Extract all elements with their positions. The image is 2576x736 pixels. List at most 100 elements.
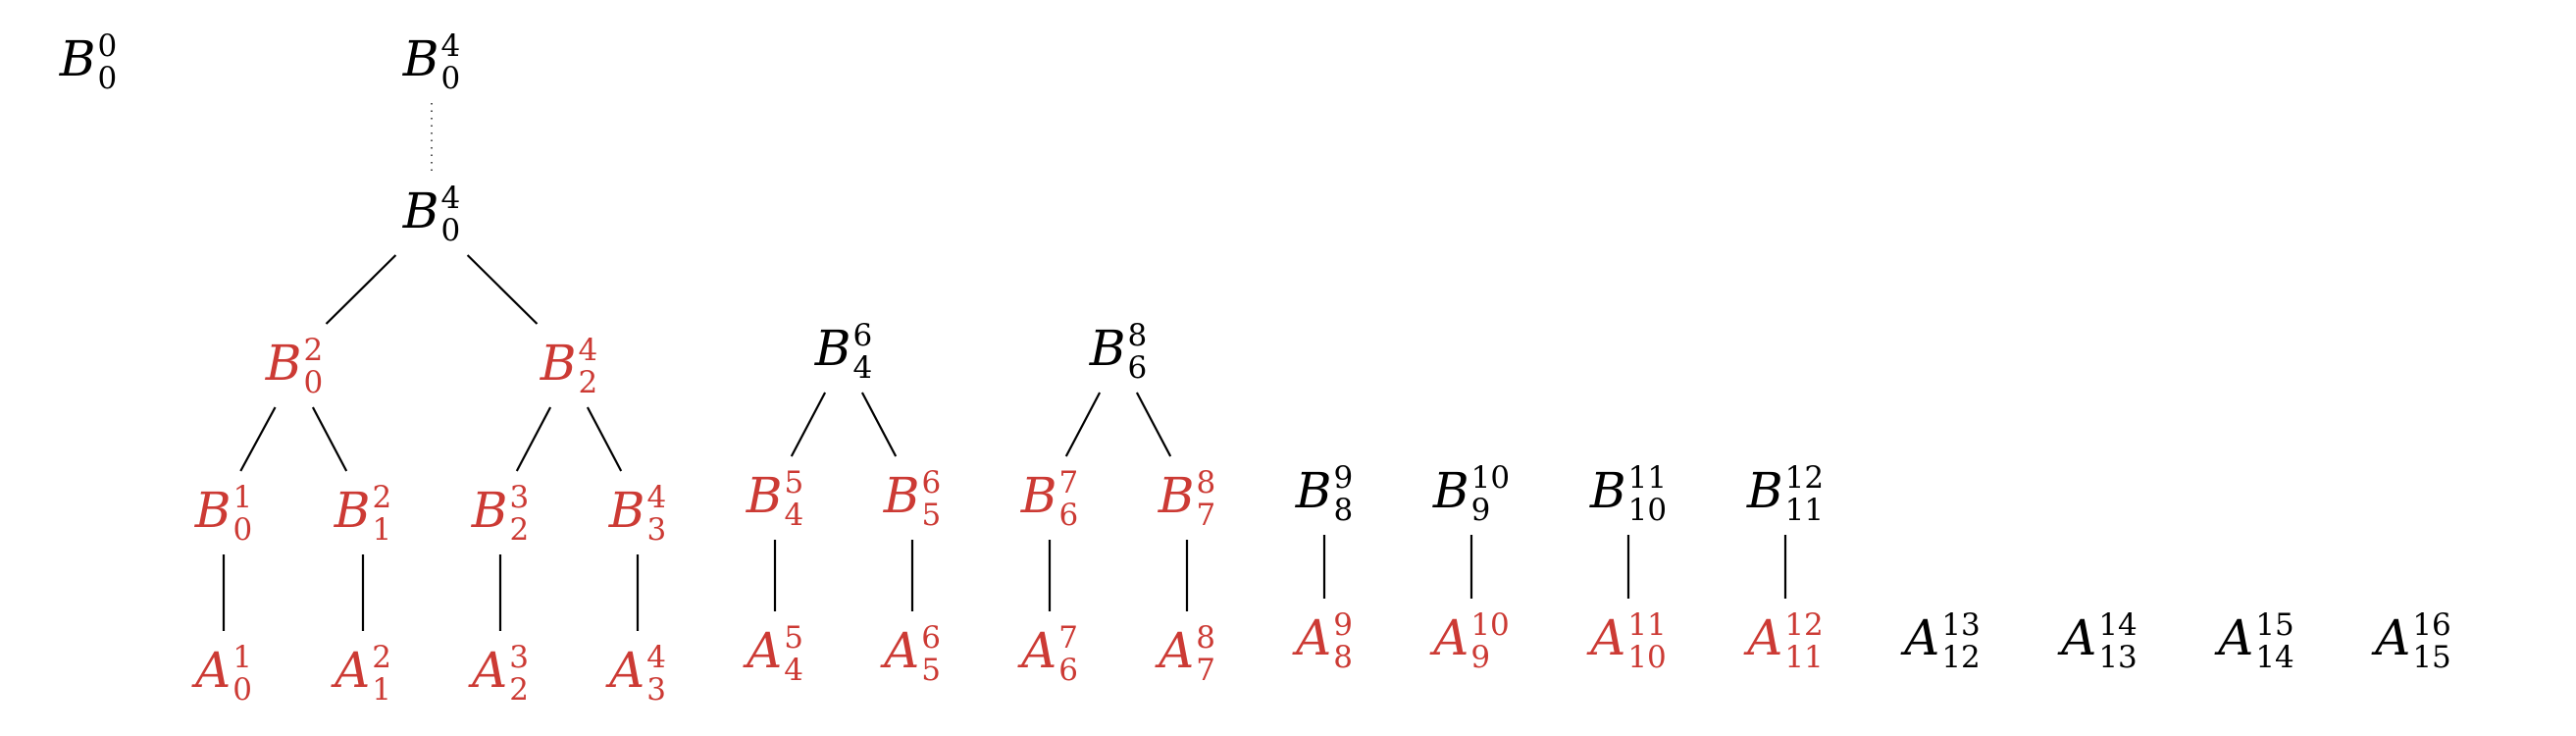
node-subscript: 0: [232, 512, 253, 548]
node-subscript: 13: [2098, 640, 2138, 675]
node-letter: A: [335, 642, 371, 699]
node-superscript: 2: [372, 480, 392, 515]
node-superscript: 11: [1627, 460, 1668, 496]
node-subscript: 9: [1470, 640, 1491, 675]
node-subscript: 9: [1470, 493, 1491, 528]
node-letter: B: [1158, 467, 1195, 524]
node-superscript: 10: [1470, 460, 1511, 496]
node-letter: B: [814, 320, 851, 377]
node-letter: A: [1296, 609, 1332, 666]
edge-B4_2-to-B4_3: [586, 406, 623, 472]
node-subscript: 15: [2412, 640, 2451, 675]
node-subscript: 11: [1784, 493, 1825, 528]
node-superscript: 1: [232, 480, 253, 515]
node-letter: A: [609, 642, 645, 699]
node-letter: B: [1020, 467, 1057, 524]
node-letter: B: [1432, 462, 1469, 519]
node-superscript: 4: [578, 333, 598, 368]
node-letter: B: [1295, 462, 1332, 519]
node-letter: B: [746, 467, 783, 524]
node-letter: B: [194, 482, 232, 539]
node-superscript: 4: [646, 480, 667, 515]
node-superscript: 12: [1784, 607, 1824, 643]
node-subscript: 1: [372, 512, 392, 548]
node-subscript: 7: [1196, 653, 1215, 688]
node-letter: B: [1746, 462, 1783, 519]
node-superscript: 9: [1333, 460, 1354, 496]
node-letter: B: [608, 482, 645, 539]
node-letter: A: [1159, 622, 1195, 679]
node-superscript: 3: [509, 640, 529, 675]
node-superscript: 6: [921, 620, 941, 656]
node-subscript: 4: [784, 653, 803, 688]
node-letter: A: [1904, 609, 1940, 666]
edge-B6_4-to-B6_5: [860, 392, 898, 457]
node-subscript: 10: [1627, 493, 1668, 528]
node-subscript: 0: [97, 61, 118, 96]
node-superscript: 14: [2098, 607, 2138, 643]
node-subscript: 10: [1627, 640, 1667, 675]
edge-B4_0_mid-to-B2_0: [325, 254, 397, 325]
node-subscript: 0: [440, 213, 461, 248]
node-superscript: 6: [852, 318, 873, 353]
node-superscript: 5: [784, 620, 803, 656]
edge-B4_0_mid-to-B4_2: [466, 254, 539, 325]
node-letter: A: [2218, 609, 2254, 666]
node-letter: B: [471, 482, 508, 539]
node-superscript: 5: [784, 465, 804, 500]
node-subscript: 8: [1333, 493, 1354, 528]
node-superscript: 16: [2412, 607, 2451, 643]
edge-B6_4-to-B5_4: [790, 392, 827, 457]
node-subscript: 5: [921, 498, 942, 533]
node-superscript: 8: [1127, 318, 1148, 353]
node-superscript: 6: [921, 465, 942, 500]
node-subscript: 3: [646, 672, 666, 708]
node-letter: B: [1589, 462, 1626, 519]
node-subscript: 0: [303, 365, 324, 400]
node-subscript: 0: [232, 672, 252, 708]
node-letter: B: [1089, 320, 1126, 377]
node-subscript: 2: [509, 512, 530, 548]
node-subscript: 2: [578, 365, 598, 400]
node-subscript: 7: [1196, 498, 1216, 533]
node-subscript: 6: [1127, 350, 1148, 386]
node-superscript: 7: [1058, 465, 1079, 500]
node-superscript: 2: [303, 333, 324, 368]
edge-B8_6-to-B7_6: [1064, 392, 1102, 457]
node-superscript: 0: [97, 28, 118, 64]
edge-B8_6-to-B8_7: [1135, 392, 1172, 457]
node-letter: B: [883, 467, 920, 524]
node-letter: B: [334, 482, 371, 539]
node-superscript: 2: [372, 640, 391, 675]
